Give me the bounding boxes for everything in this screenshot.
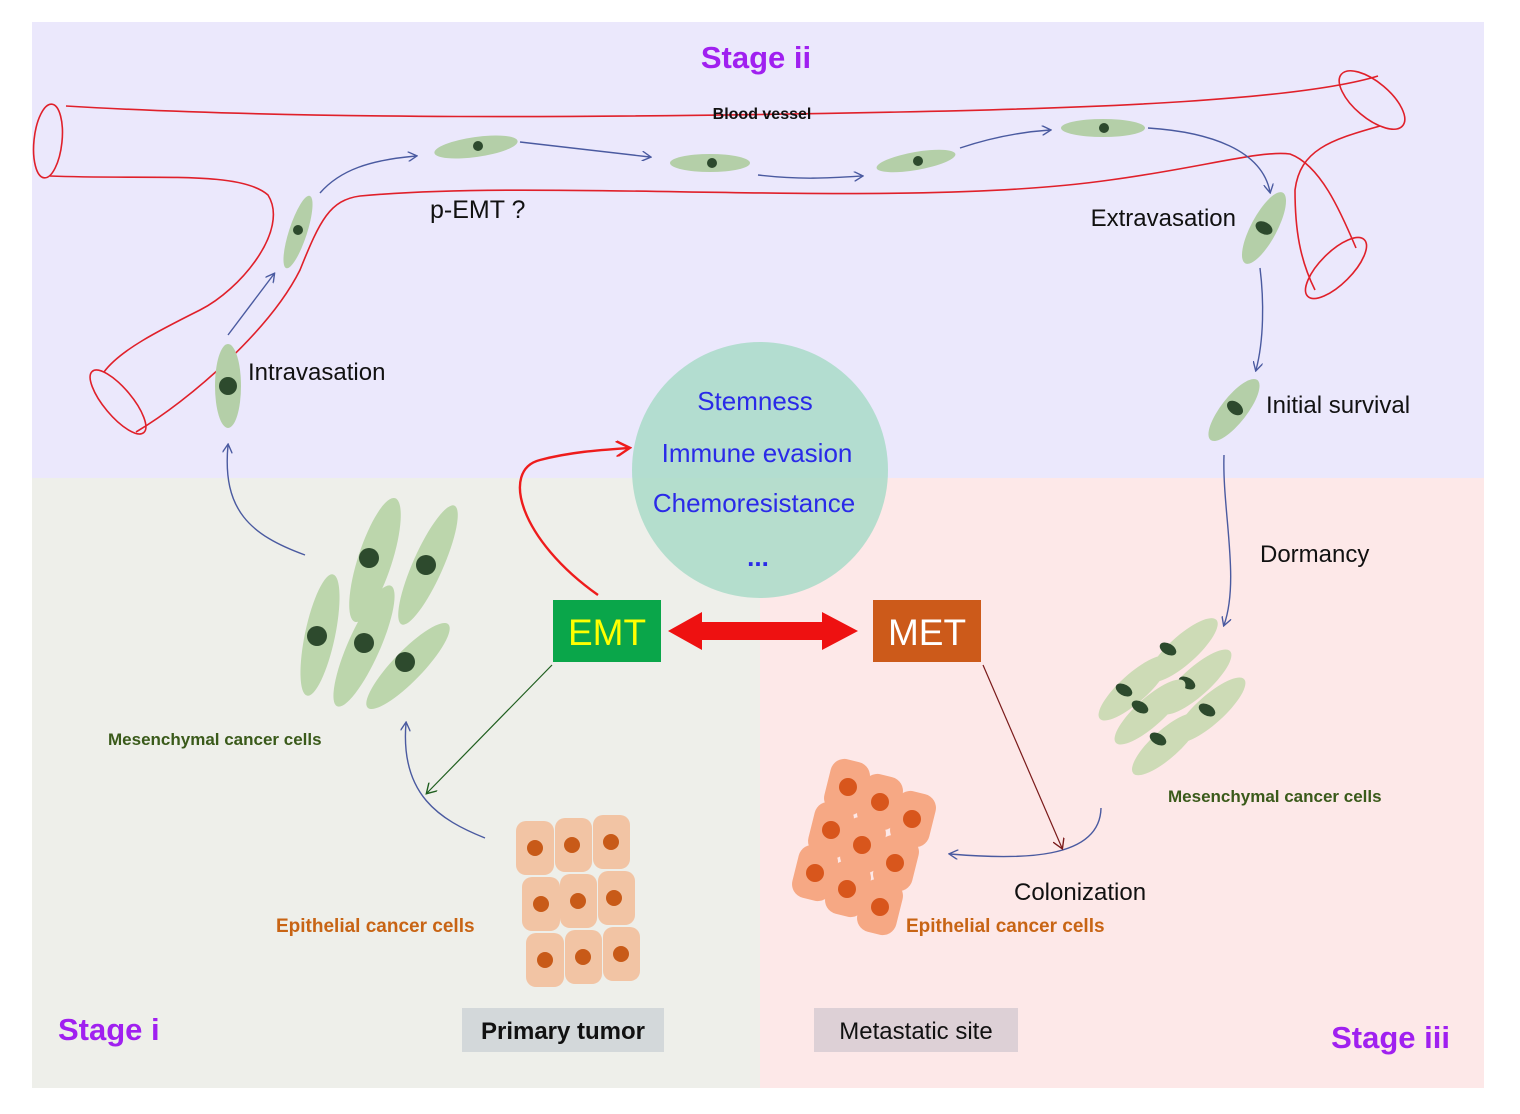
stage-i-label: Stage i (58, 1012, 160, 1047)
metastatic-site-box (814, 1008, 1018, 1052)
vessel-cell-5 (1061, 119, 1145, 137)
emt-met-double-arrow (668, 612, 858, 650)
vessel-cell-4 (876, 149, 956, 173)
epithelial-label-right: Epithelial cancer cells (906, 916, 1105, 937)
intravasation-cell (215, 344, 241, 428)
epithelial-cell (555, 818, 592, 872)
epithelial-cell (792, 844, 838, 902)
epithelial-cell (603, 927, 640, 981)
epithelial-cell (825, 860, 871, 918)
mesenchymal-cell (349, 497, 401, 623)
arrow-dormancy (1224, 454, 1231, 625)
met-box (873, 600, 981, 662)
circle-item-chemoresistance: Chemoresistance (653, 488, 855, 518)
epithelial-cell (565, 930, 602, 984)
arrow-to-cell-4 (757, 175, 862, 178)
mesenchymal-cluster-right (1098, 618, 1246, 776)
stage-ii-label: Stage ii (701, 40, 811, 75)
emt-to-properties-arrow (518, 448, 628, 596)
epithelial-cell (522, 877, 560, 931)
mesenchymal-cell (1114, 679, 1186, 745)
circle-item-more: ... (747, 542, 769, 572)
mesenchymal-cell (1098, 655, 1170, 721)
mesenchymal-cell (333, 585, 395, 707)
extravasation-cell (1241, 192, 1287, 264)
circle-item-immune-evasion: Immune evasion (662, 438, 853, 468)
epithelial-grid-left (516, 815, 640, 987)
circle-item-stemness: Stemness (697, 386, 813, 416)
mesenchymal-cell (366, 622, 450, 710)
epithelial-label-left: Epithelial cancer cells (276, 916, 475, 937)
extravasation-label: Extravasation (1091, 205, 1236, 232)
mesenchymal-cell (1131, 712, 1201, 776)
circulating-cells (215, 119, 1287, 441)
epithelial-cell (526, 933, 564, 987)
epithelial-cell (824, 758, 870, 816)
primary-tumor-box (462, 1008, 664, 1052)
epithelial-cell (890, 790, 936, 848)
epithelial-cell (873, 834, 919, 892)
pemt-label: p-EMT ? (430, 196, 525, 224)
arrow-to-cell-5 (959, 130, 1050, 149)
vessel-cell-2 (434, 135, 518, 159)
epithelial-cell (857, 878, 903, 936)
emt-down-arrow (427, 664, 553, 793)
met-label: MET (888, 612, 966, 653)
epithelial-cell (598, 871, 635, 925)
dormancy-label: Dormancy (1260, 541, 1369, 568)
blood-vessel (32, 70, 1406, 435)
mesenchymal-cell (398, 505, 458, 625)
vessel-cell-1 (283, 195, 313, 269)
arrow-to-extravasation (1147, 127, 1270, 192)
mesenchymal-cell (300, 574, 340, 696)
colonization-label: Colonization (1014, 879, 1146, 906)
stage-i-panel (32, 478, 760, 1088)
arrow-to-cell-3 (519, 141, 650, 157)
met-down-arrow (982, 664, 1062, 848)
emt-box (553, 600, 661, 662)
epithelial-cell (593, 815, 630, 869)
arrow-to-intravasation (227, 445, 306, 556)
migration-arrows (227, 128, 1270, 857)
blood-vessel-label: Blood vessel (713, 106, 812, 123)
emt-label: EMT (568, 612, 646, 653)
epithelial-grid-right (792, 758, 936, 936)
stage-iii-label: Stage iii (1331, 1020, 1450, 1055)
arrow-intravasation-up (227, 274, 274, 336)
epithelial-cell (560, 874, 597, 928)
arrow-colonization (950, 807, 1102, 857)
epithelial-cell (840, 816, 886, 874)
arrow-primary-to-mesenchymal (405, 723, 486, 839)
intravasation-label: Intravasation (248, 359, 385, 386)
properties-circle (632, 342, 888, 598)
epithelial-cell (516, 821, 554, 875)
epithelial-cell (857, 773, 903, 831)
arrow-to-survival (1256, 267, 1264, 370)
metastatic-site-label: Metastatic site (839, 1018, 992, 1045)
initial-survival-label: Initial survival (1266, 392, 1410, 419)
primary-tumor-label: Primary tumor (481, 1018, 645, 1045)
surviving-cell (1208, 379, 1260, 441)
arrow-to-cell-2 (319, 156, 416, 194)
epithelial-cell (808, 801, 854, 859)
mesenchymal-cluster-left (300, 497, 458, 710)
mesenchymal-label-left: Mesenchymal cancer cells (108, 730, 322, 749)
vessel-cell-3 (670, 154, 750, 172)
mesenchymal-label-right: Mesenchymal cancer cells (1168, 787, 1382, 806)
